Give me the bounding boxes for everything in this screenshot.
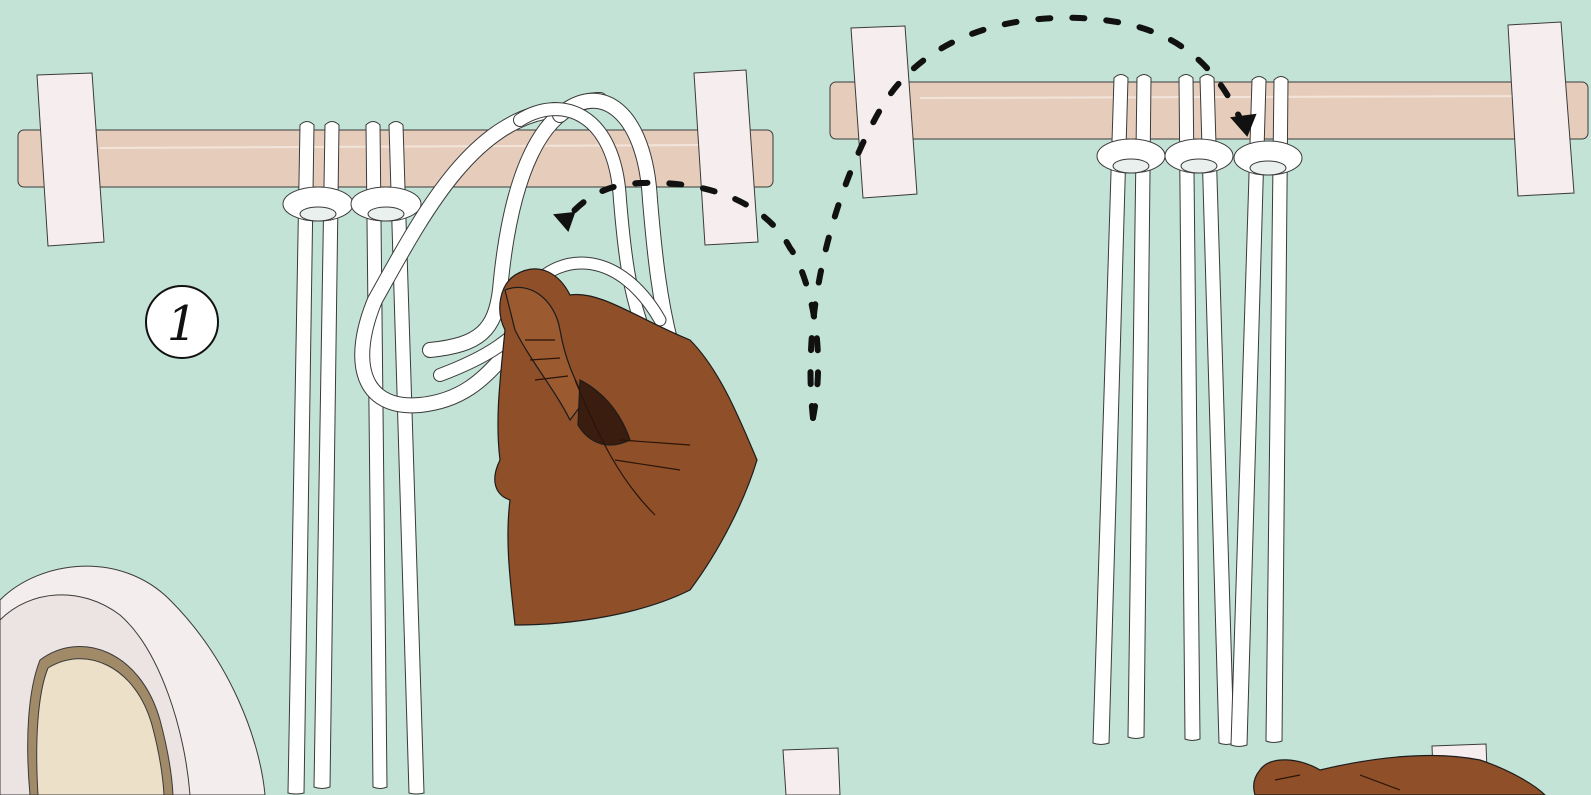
step-number-label: 1 xyxy=(167,296,198,352)
lark-head-knot-icon xyxy=(1097,139,1302,175)
step-number-badge: 1 xyxy=(146,286,218,358)
